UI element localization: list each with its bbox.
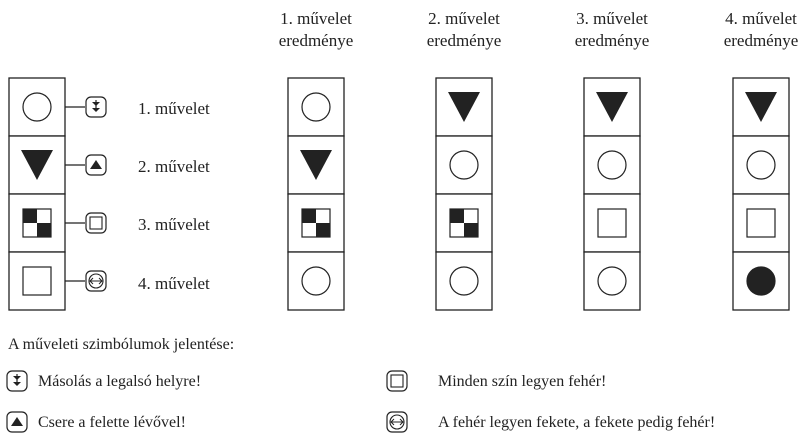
result-header-2-line2: eredménye bbox=[427, 31, 502, 50]
operation-label-2: 2. művelet bbox=[138, 157, 210, 176]
legend-copy-down-icon bbox=[6, 370, 28, 392]
result-column-1-cell-3 bbox=[287, 193, 345, 253]
result-header-4-line1: 4. művelet bbox=[725, 9, 797, 28]
result-headers: 1. művelet eredménye 2. művelet eredmény… bbox=[279, 9, 799, 50]
result-column-4-cell-4 bbox=[732, 251, 790, 311]
result-column-4-cell-3 bbox=[732, 193, 790, 253]
black-circle-icon bbox=[746, 266, 776, 296]
white-circle-icon bbox=[449, 150, 479, 180]
result-column-3-cell-3 bbox=[583, 193, 641, 253]
initial-column-cell-4 bbox=[8, 251, 66, 311]
black-triangle-icon bbox=[745, 92, 777, 122]
initial-column-cell-3 bbox=[8, 193, 66, 253]
operation-label-1: 1. művelet bbox=[138, 99, 210, 118]
checker-square-icon bbox=[449, 208, 479, 238]
legend-icons bbox=[6, 370, 408, 433]
result-header-4-line2: eredménye bbox=[724, 31, 799, 50]
result-header-3-line1: 3. művelet bbox=[576, 9, 648, 28]
black-triangle-icon bbox=[300, 150, 332, 180]
white-circle-icon bbox=[301, 92, 331, 122]
legend-invert-icon bbox=[386, 411, 408, 433]
operation-2-swap-up-icon bbox=[85, 154, 107, 176]
legend-swap-up-icon bbox=[6, 411, 28, 433]
result-column-2-cell-2 bbox=[435, 135, 493, 195]
result-column-3-cell-2 bbox=[583, 135, 641, 195]
operation-1-copy-down-icon bbox=[85, 96, 107, 118]
initial-column bbox=[8, 77, 66, 311]
legend-item-1-text: Másolás a legalsó helyre! bbox=[38, 373, 201, 390]
result-column-3 bbox=[583, 77, 641, 311]
result-column-4-cell-2 bbox=[732, 135, 790, 195]
result-column-4-cell-1 bbox=[732, 77, 790, 137]
result-column-4 bbox=[732, 77, 790, 311]
result-column-2-cell-4 bbox=[435, 251, 493, 311]
initial-column-cell-1 bbox=[8, 77, 66, 137]
checker-square-icon bbox=[22, 208, 52, 238]
operation-3-whiten-icon bbox=[85, 212, 107, 234]
legend-item-3-text: Csere a felette lévővel! bbox=[38, 414, 186, 431]
result-column-3-cell-1 bbox=[583, 77, 641, 137]
operation-label-4: 4. művelet bbox=[138, 274, 210, 293]
result-column-2 bbox=[435, 77, 493, 311]
white-circle-icon bbox=[22, 92, 52, 122]
result-column-1 bbox=[287, 77, 345, 311]
initial-column-cell-2 bbox=[8, 135, 66, 195]
result-header-1-line2: eredménye bbox=[279, 31, 354, 50]
white-square-icon bbox=[22, 266, 52, 296]
operation-label-3: 3. művelet bbox=[138, 215, 210, 234]
result-column-2-cell-3 bbox=[435, 193, 493, 253]
operation-4-invert-icon bbox=[85, 270, 107, 292]
operation-list: 1. művelet 2. művelet 3. művelet 4. műve… bbox=[138, 99, 210, 293]
result-header-3-line2: eredménye bbox=[575, 31, 650, 50]
white-circle-icon bbox=[597, 266, 627, 296]
black-triangle-icon bbox=[596, 92, 628, 122]
white-circle-icon bbox=[301, 266, 331, 296]
result-column-1-cell-2 bbox=[287, 135, 345, 195]
white-square-icon bbox=[597, 208, 627, 238]
result-header-2-line1: 2. művelet bbox=[428, 9, 500, 28]
legend-item-4-text: A fehér legyen fekete, a fekete pedig fe… bbox=[438, 414, 715, 431]
initial-column bbox=[8, 77, 66, 311]
white-circle-icon bbox=[597, 150, 627, 180]
white-square-icon bbox=[746, 208, 776, 238]
result-header-1-line1: 1. művelet bbox=[280, 9, 352, 28]
result-column-2-cell-1 bbox=[435, 77, 493, 137]
result-column-1-cell-4 bbox=[287, 251, 345, 311]
operation-icons bbox=[65, 96, 107, 292]
black-triangle-icon bbox=[448, 92, 480, 122]
result-column-1-cell-1 bbox=[287, 77, 345, 137]
legend-whiten-icon bbox=[386, 370, 408, 392]
checker-square-icon bbox=[301, 208, 331, 238]
result-column-3-cell-4 bbox=[583, 251, 641, 311]
result-columns bbox=[287, 77, 790, 311]
legend-title: A műveleti szimbólumok jelentése: bbox=[8, 336, 234, 353]
white-circle-icon bbox=[449, 266, 479, 296]
black-triangle-icon bbox=[21, 150, 53, 180]
white-circle-icon bbox=[746, 150, 776, 180]
legend-item-2-text: Minden szín legyen fehér! bbox=[438, 373, 606, 390]
legend: A műveleti szimbólumok jelentése: Másolá… bbox=[6, 336, 715, 433]
